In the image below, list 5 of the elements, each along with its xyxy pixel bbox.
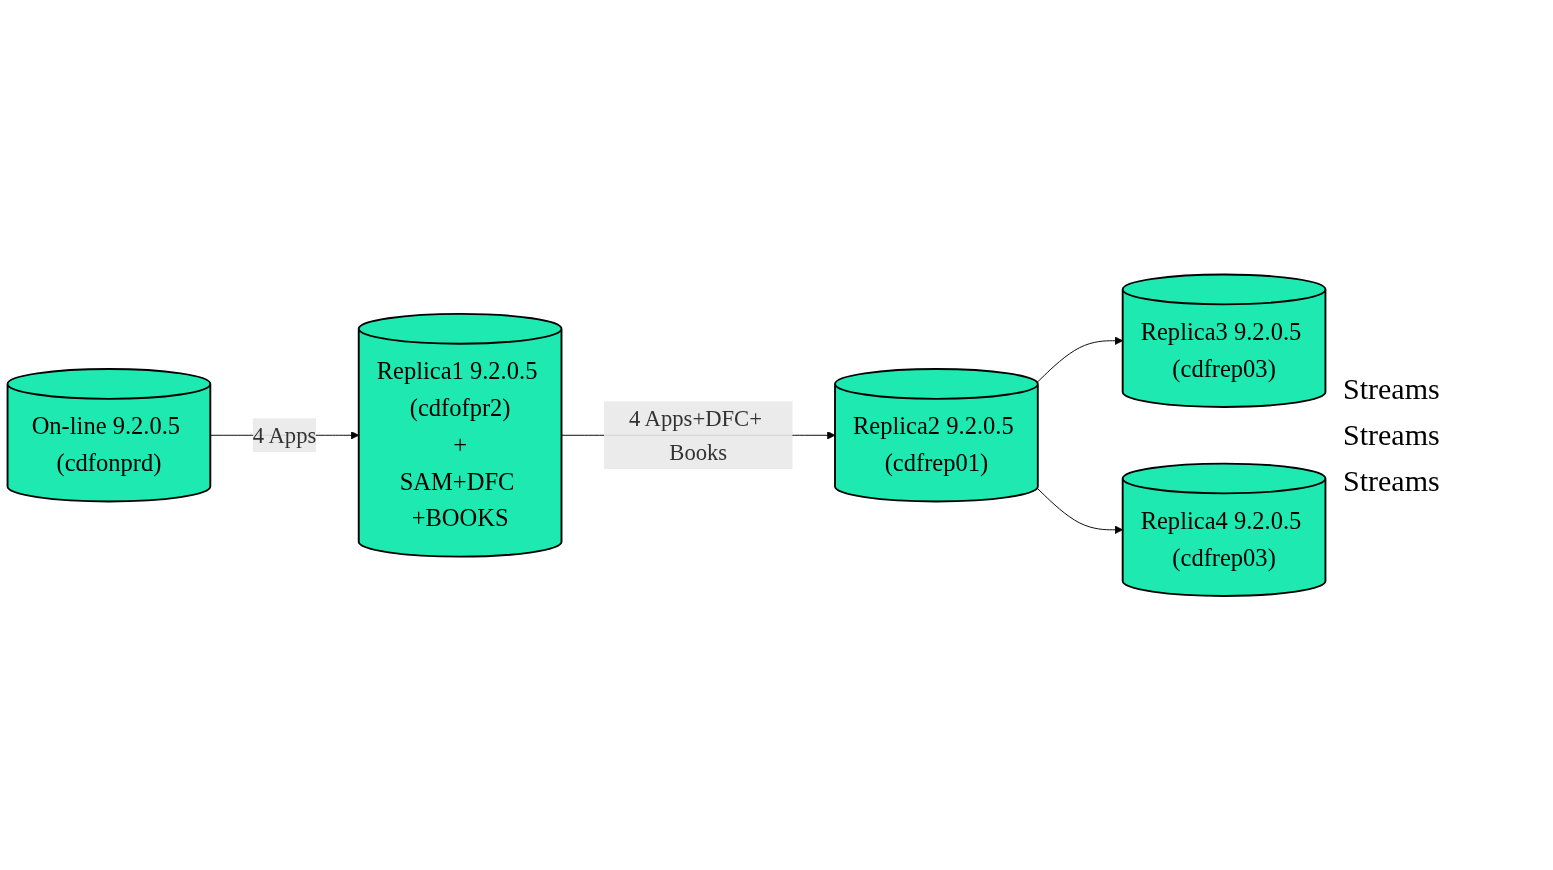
edge-label: 4 Apps+DFC+ Books — [628, 405, 762, 465]
streams-note: Streams — [1343, 464, 1441, 498]
streams-note: Streams — [1343, 372, 1441, 406]
streams-note: Streams — [1343, 418, 1441, 452]
edge-label: 4 Apps — [252, 422, 317, 448]
